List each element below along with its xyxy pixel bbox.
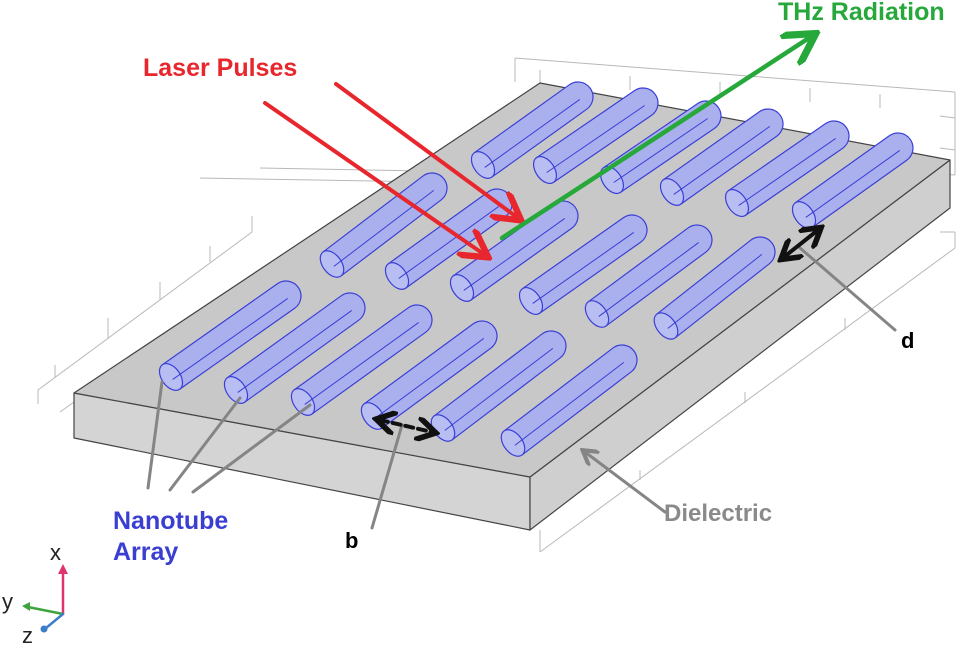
beam-arrows [263, 36, 812, 255]
dielectric-label: Dielectric [664, 500, 773, 527]
nanotube-18 [500, 344, 638, 457]
nanotube-14 [223, 292, 366, 404]
thz-radiation-label: THz Radiation [778, 0, 945, 26]
nanotube-5 [724, 120, 850, 218]
nanotube-11 [584, 224, 713, 328]
dielectric-slab [73, 82, 951, 531]
nanotube-3 [599, 100, 722, 195]
dimension-arrows [380, 230, 818, 432]
nanotube-15 [290, 304, 433, 416]
y-axis-arrow [26, 605, 65, 616]
nanotube-1 [470, 81, 594, 179]
d-dimension-arrow [784, 230, 818, 257]
z-axis-head [40, 625, 48, 633]
spacing-d-label: d [901, 328, 915, 353]
z-axis-label: z [22, 623, 33, 648]
nanotube-12 [653, 236, 776, 340]
b-dimension-arrow [380, 420, 432, 432]
nanotube-pointer-2 [168, 396, 242, 492]
x-axis-head [58, 564, 68, 574]
dielectric-pointer [585, 452, 667, 514]
y-axis-head [22, 602, 30, 611]
nanotube-pointer-3 [191, 403, 312, 494]
laser-pulse-arrow-2 [263, 101, 485, 255]
y-axis-label: y [2, 589, 13, 614]
nanotube-13 [158, 280, 302, 391]
spacing-b-label: b [345, 528, 359, 553]
nanotube-array [158, 81, 914, 457]
thz-radiation-arrow [499, 36, 812, 241]
nanotube-10 [518, 214, 648, 315]
z-axis-arrow [44, 612, 65, 630]
nanotube-pointer-1 [146, 380, 164, 490]
nanotube-label-line1: Nanotube [113, 507, 229, 535]
x-axis-label: x [50, 540, 61, 565]
nanotube-7 [319, 172, 448, 278]
laser-pulses-label: Laser Pulses [143, 54, 298, 82]
nanotube-4 [659, 108, 784, 206]
nanotube-array-label: Nanotube Array [113, 506, 228, 568]
laser-pulse-arrow-1 [334, 82, 518, 218]
nanotube-2 [532, 87, 659, 185]
coordinate-triad [22, 564, 68, 633]
nanotube-label-line2: Array [113, 538, 179, 566]
